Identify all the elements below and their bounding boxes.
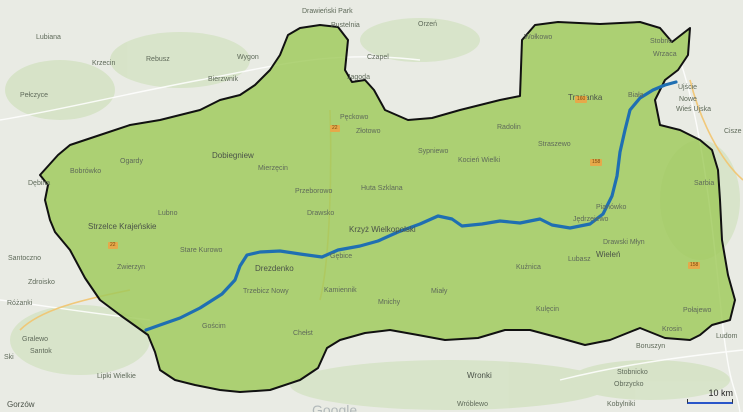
place-label: Wieś Ujska <box>676 106 712 113</box>
road-number-badge: 158 <box>688 262 701 269</box>
road-number-badge: 158 <box>590 159 603 166</box>
place-label: Lubiana <box>36 34 61 41</box>
place-label: Kobylniki <box>607 401 636 408</box>
place-label: Radolin <box>497 124 521 131</box>
map-attribution: Google <box>312 402 358 412</box>
place-label: Wronki <box>467 371 492 380</box>
place-label: Nowe <box>679 96 697 103</box>
forest-patches <box>5 18 740 410</box>
place-label: Drawsko <box>307 210 335 217</box>
place-label: Drawski Młyn <box>603 239 645 246</box>
place-label: Krzyż Wielkopolski <box>349 225 416 234</box>
place-label: Ludom <box>716 333 738 340</box>
place-label: Pełczyce <box>20 92 49 99</box>
scale-bar: 10 km <box>687 388 733 404</box>
place-label: Wołkowo <box>524 34 553 41</box>
place-label: Krzecin <box>92 60 116 67</box>
place-label: Pustelnia <box>331 22 360 29</box>
river <box>144 80 678 332</box>
place-label: Santoczno <box>8 255 42 262</box>
scale-label: 10 km <box>708 388 733 398</box>
place-label: Czapel <box>367 54 389 61</box>
place-label: Drawieński Park <box>302 8 353 15</box>
place-label: Huta Szklana <box>361 185 403 192</box>
place-label: Mnichy <box>378 299 401 306</box>
road-number-badge: 160 <box>575 96 588 103</box>
place-label: Drezdenko <box>255 264 294 273</box>
place-label: Ski <box>4 354 14 361</box>
place-label: Biała <box>628 92 644 99</box>
road-number-badge: 22 <box>108 242 118 249</box>
place-label: Lubasz <box>568 256 591 263</box>
place-label: Chełst <box>293 330 313 337</box>
place-label: Strzelce Krajeńskie <box>88 222 157 231</box>
place-label: Straszewo <box>538 141 571 148</box>
place-label: Zwierzyn <box>117 264 146 271</box>
place-label: Rebusz <box>146 56 170 63</box>
place-label: Bierzwnik <box>208 76 238 83</box>
place-label: Ogardy <box>120 158 143 165</box>
place-label: Różanki <box>7 300 33 307</box>
place-label: Dębina <box>28 180 51 187</box>
place-label: Połajewo <box>683 307 712 314</box>
place-label: Kuźnica <box>516 264 541 271</box>
place-label: Kulęcin <box>536 306 559 313</box>
place-label: Kocień Wielki <box>458 157 501 164</box>
place-label: Gralewo <box>22 336 49 343</box>
place-label: Pianówko <box>596 204 627 211</box>
place-label: Krosin <box>662 326 682 333</box>
place-label: Przeborowo <box>295 188 333 195</box>
place-label: Gorzów <box>7 400 35 409</box>
place-label: Lubno <box>158 210 178 217</box>
place-label: Zdroisko <box>28 279 55 286</box>
place-label: Kamiennik <box>324 287 357 294</box>
place-label: Obrzycko <box>614 381 644 388</box>
place-label: Trzebicz Nowy <box>243 288 289 295</box>
place-label: Gościm <box>202 323 226 330</box>
place-label: Stare Kurowo <box>180 247 223 254</box>
place-label: Sarbia <box>694 180 715 187</box>
place-label: Wrzaca <box>653 51 677 58</box>
place-label: Pęckowo <box>340 114 369 121</box>
scale-bar-line <box>687 399 733 404</box>
place-label: Wygon <box>237 54 259 61</box>
place-label: Jagoda <box>347 74 370 81</box>
place-label: Stobnicko <box>617 369 648 376</box>
place-label: Gębice <box>330 253 353 260</box>
place-label: Mierzęcin <box>258 165 288 172</box>
place-label: Santok <box>30 348 52 355</box>
place-label: Bobrówko <box>70 168 102 175</box>
place-label: Jędrzejewo <box>573 216 609 223</box>
place-label: Ujście <box>678 84 698 91</box>
place-label: Miały <box>431 288 448 295</box>
place-label: Boruszyn <box>636 343 666 350</box>
place-label: Orzeń <box>418 21 438 28</box>
place-label: Lipki Wielkie <box>97 373 136 380</box>
place-label: Wróblewo <box>457 401 488 408</box>
place-label: Cisze <box>724 128 742 135</box>
place-label: Stobno <box>650 38 673 45</box>
place-label: Wieleń <box>596 250 621 259</box>
road-number-badge: 22 <box>330 125 340 132</box>
place-label: Dobiegniew <box>212 151 254 160</box>
place-label: Złotowo <box>356 128 381 135</box>
place-label: Sypniewo <box>418 148 449 155</box>
